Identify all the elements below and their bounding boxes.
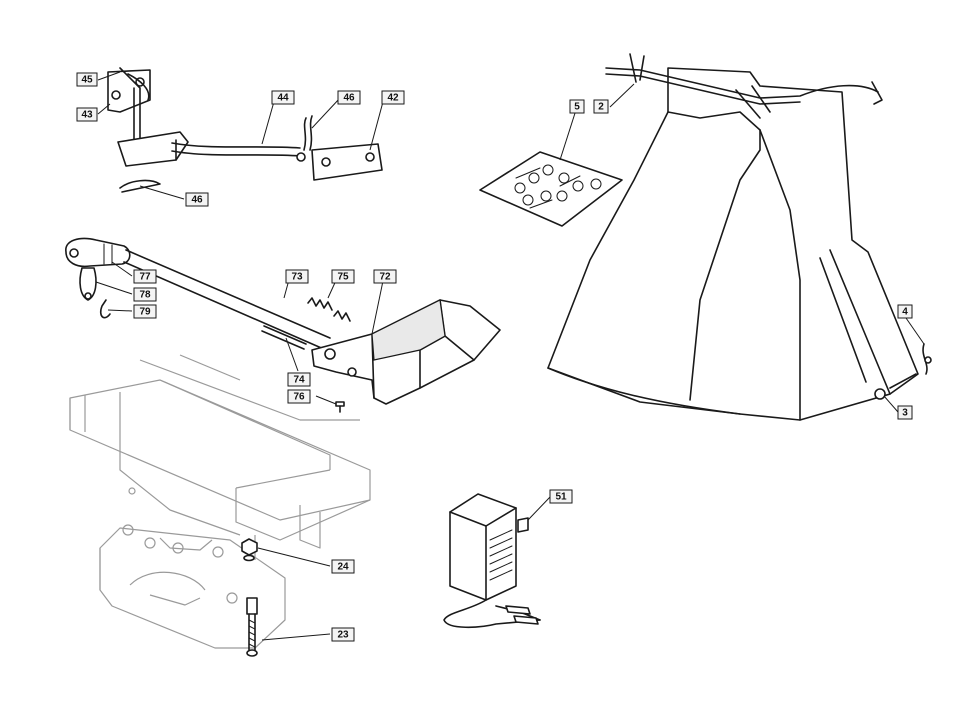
svg-text:46: 46 — [191, 195, 203, 206]
spring-part-75 — [307, 297, 351, 322]
callout-77: 77 — [133, 269, 157, 284]
callout-72: 72 — [373, 269, 397, 284]
callout-23: 23 — [331, 627, 355, 642]
svg-text:45: 45 — [81, 75, 93, 86]
callout-78: 78 — [133, 287, 157, 302]
callout-3: 3 — [897, 405, 913, 420]
callout-46-bottom: 46 — [185, 192, 209, 207]
callout-79: 79 — [133, 304, 157, 319]
callout-73: 73 — [285, 269, 309, 284]
height-adjust-bracket — [311, 299, 501, 405]
svg-text:73: 73 — [291, 272, 303, 283]
callout-4: 4 — [897, 304, 913, 319]
lift-handle-lever — [65, 237, 331, 351]
callout-51: 51 — [549, 489, 573, 504]
screw-part-76 — [335, 401, 345, 413]
svg-text:46: 46 — [343, 93, 355, 104]
svg-text:2: 2 — [598, 102, 604, 113]
svg-text:78: 78 — [139, 290, 151, 301]
svg-text:77: 77 — [139, 272, 151, 283]
svg-text:75: 75 — [337, 272, 349, 283]
grass-catcher-bag — [547, 53, 932, 421]
battery-charger-part-51 — [443, 493, 541, 629]
callout-75: 75 — [331, 269, 355, 284]
callout-74: 74 — [287, 372, 311, 387]
callout-45: 45 — [76, 72, 98, 87]
svg-text:43: 43 — [81, 110, 93, 121]
engine-mount-plate — [99, 524, 286, 649]
svg-text:24: 24 — [337, 562, 349, 573]
callout-43: 43 — [76, 107, 98, 122]
callout-44: 44 — [271, 90, 295, 105]
callout-46-top: 46 — [337, 90, 361, 105]
callout-42: 42 — [381, 90, 405, 105]
callout-76: 76 — [287, 389, 311, 404]
svg-text:3: 3 — [902, 408, 908, 419]
hardware-bag-part-5 — [479, 151, 623, 227]
svg-text:79: 79 — [139, 307, 151, 318]
lift-rod-assembly — [107, 67, 383, 193]
bolt-part-23 — [246, 597, 258, 657]
callout-24: 24 — [331, 559, 355, 574]
mower-chassis-outline — [69, 354, 371, 560]
svg-text:76: 76 — [293, 392, 305, 403]
nut-part-24 — [241, 538, 258, 562]
svg-text:5: 5 — [574, 102, 580, 113]
rod-part-74 — [261, 325, 307, 350]
callout-2: 2 — [593, 99, 609, 114]
svg-text:23: 23 — [337, 630, 349, 641]
svg-text:44: 44 — [277, 93, 289, 104]
svg-text:4: 4 — [902, 307, 908, 318]
callout-5: 5 — [569, 99, 585, 114]
svg-text:51: 51 — [555, 492, 567, 503]
svg-text:72: 72 — [379, 272, 391, 283]
svg-text:74: 74 — [293, 375, 305, 386]
svg-text:42: 42 — [387, 93, 399, 104]
